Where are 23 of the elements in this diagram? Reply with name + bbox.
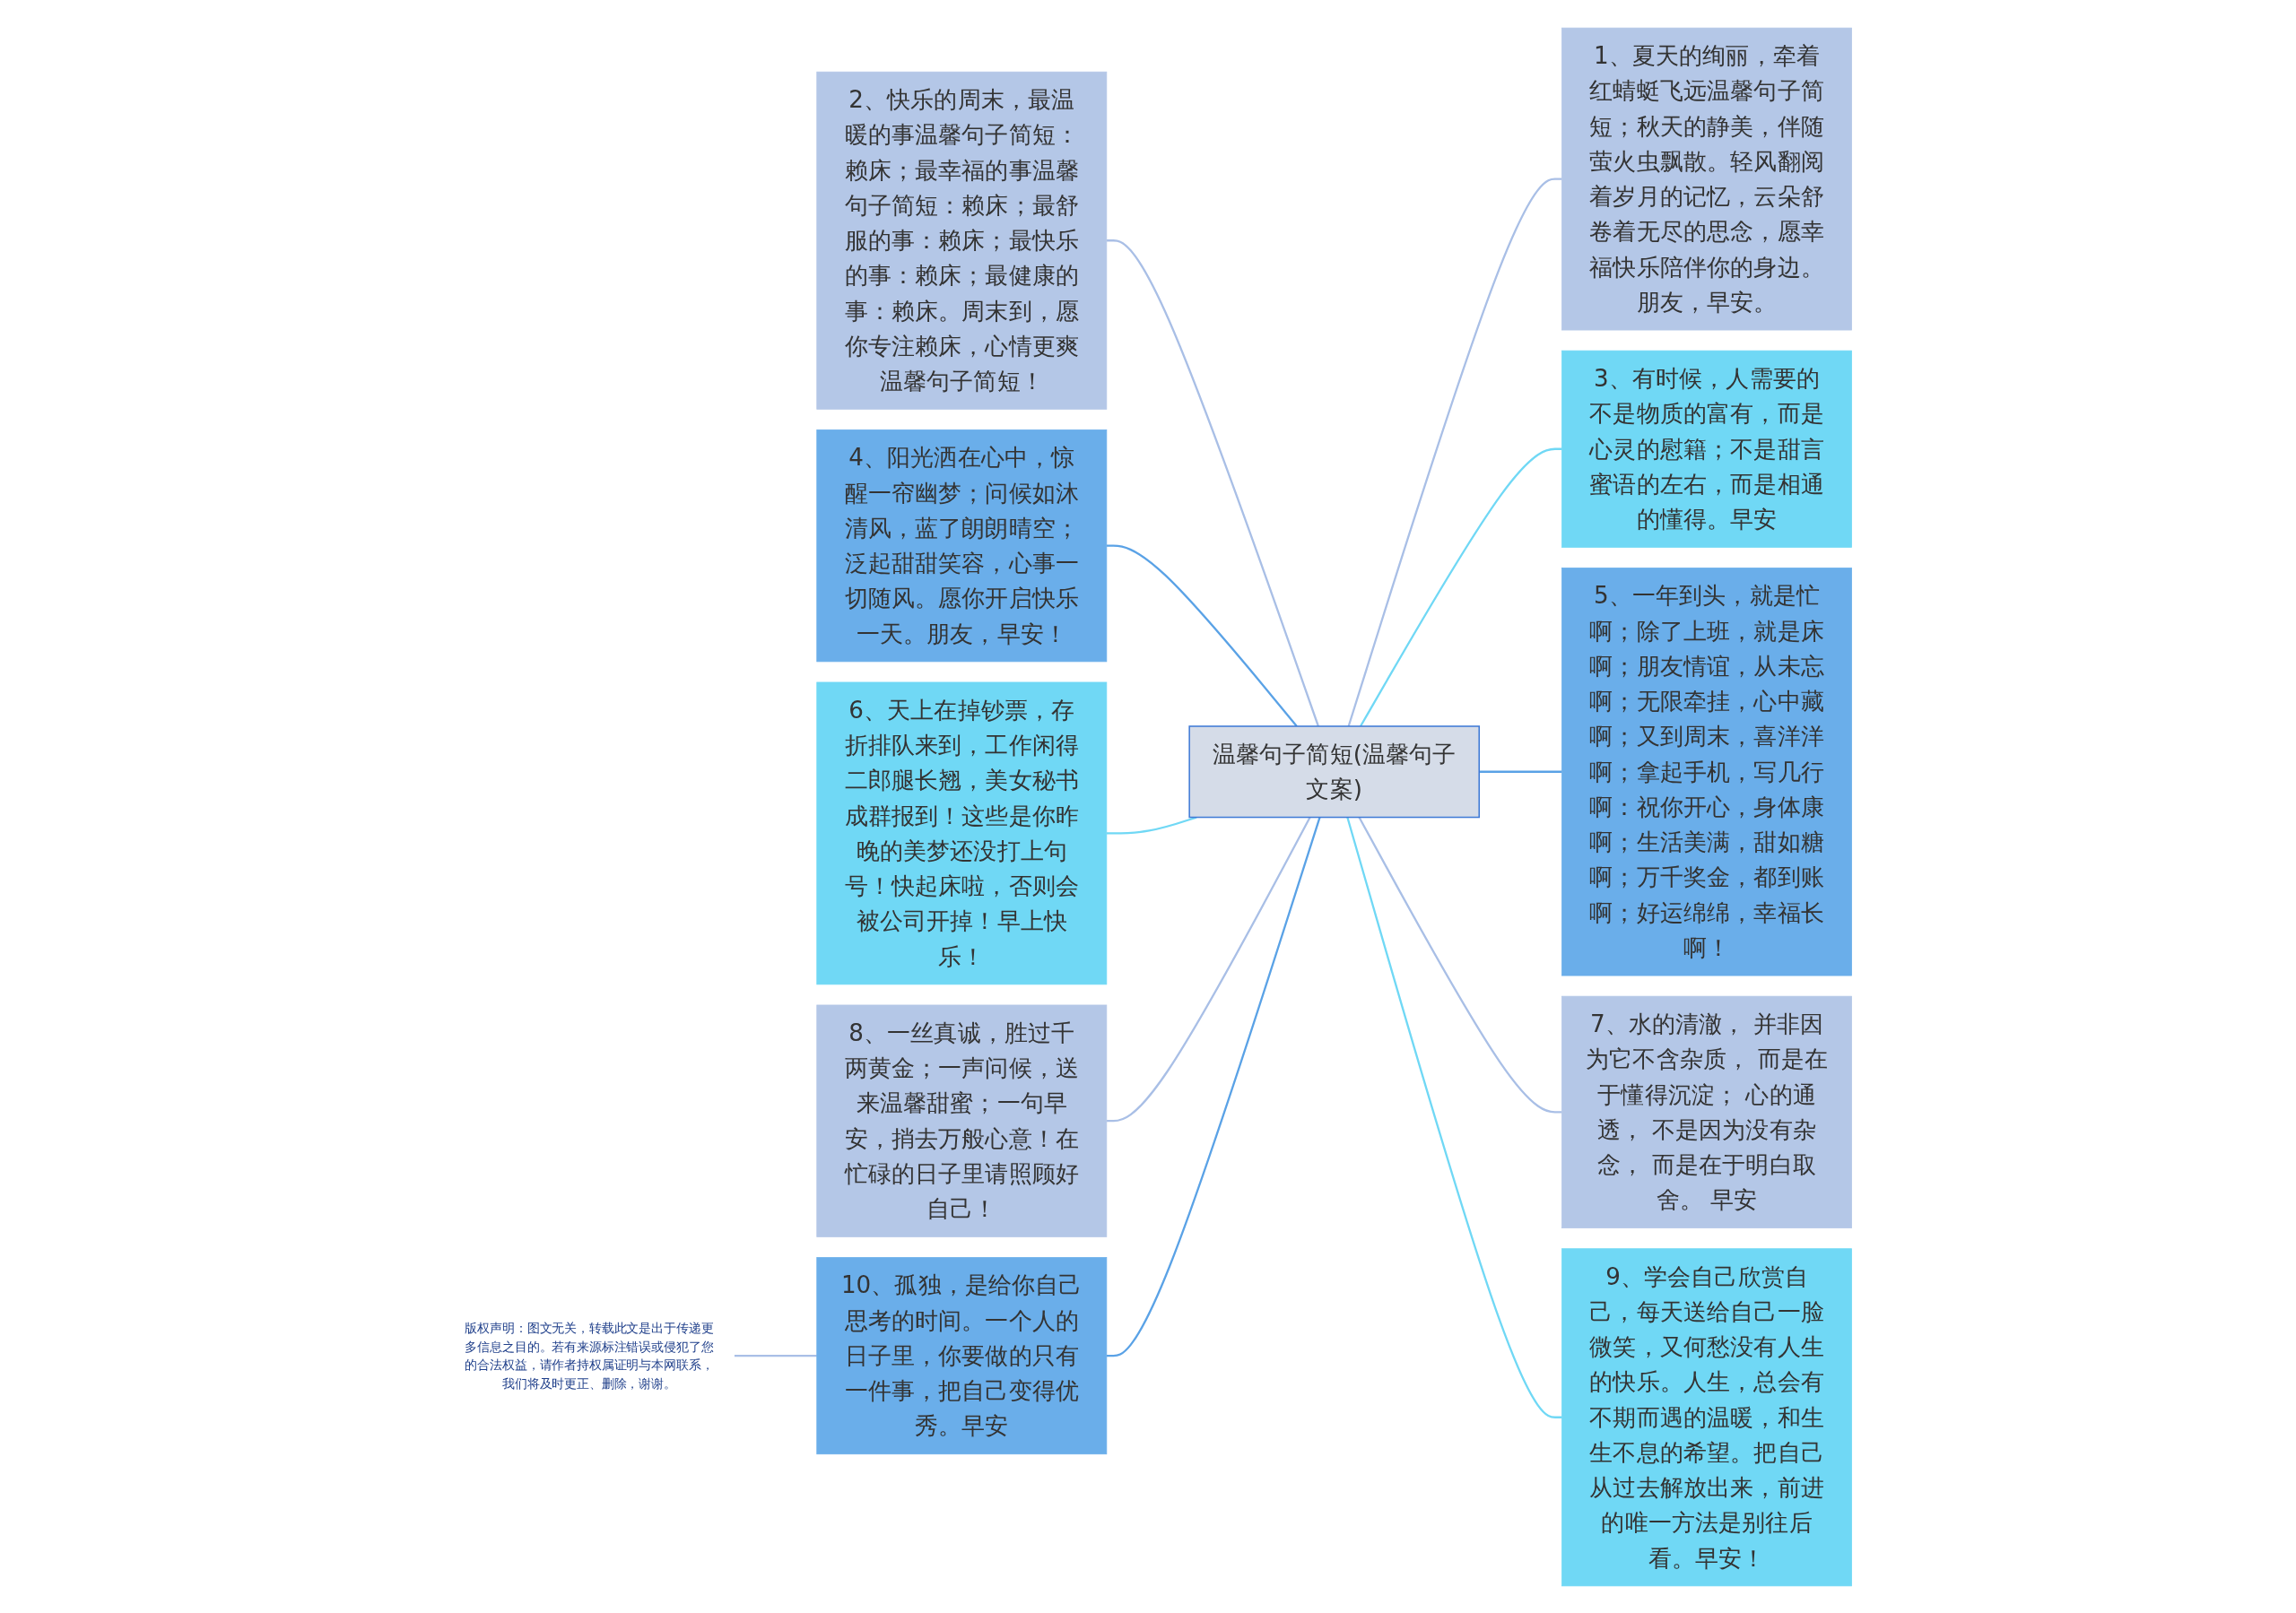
node-box: 8、一丝真诚，胜过千两黄金；一声问候，送来温馨甜蜜；一句早安，捎去万般心意！在忙碌的日子里请照顾好自己！ <box>816 1004 1108 1237</box>
node-box: 3、有时候，人需要的不是物质的富有，而是心灵的慰籍；不是甜言蜜语的左右，而是相通的懂得。早安 <box>1561 350 1852 548</box>
connector <box>734 1354 817 1357</box>
connector <box>1106 238 1319 726</box>
node-box: 10、孤独，是给你自己思考的时间。一个人的日子里，你要做的只有一件事，把自己变得优秀。早安 <box>816 1256 1108 1454</box>
node-text: 版权声明：图文无关，转载此文是出于传递更多信息之目的。若有来源标注错误或侵犯了您的合法权益，请作者持权属证明与本网联系，我们将及时更正、删除，谢谢。 <box>465 1320 714 1391</box>
connector <box>1106 816 1311 1122</box>
connector <box>1106 815 1197 835</box>
connector <box>1346 816 1562 1418</box>
node-box: 4、阳光洒在心中，惊醒一帘幽梦；问候如沐清风，蓝了朗朗晴空；泛起甜甜笑容，心事一切随风。愿你开启快乐一天。朋友，早安！ <box>816 429 1108 662</box>
node-box: 7、水的清澈， 并非因为它不含杂质， 而是在于懂得沉淀； 心的通透， 不是因为没有杂念， 而是在于明白取舍。 早安 <box>1561 995 1852 1228</box>
node-box: 2、快乐的周末，最温暖的事温馨句子简短：赖床；最幸福的事温馨句子简短：赖床；最舒服的事：赖床；最快乐的事：赖床；最健康的事：赖床。周末到，愿你专注赖床，心情更爽温馨句子简短！ <box>816 71 1108 410</box>
connector <box>1358 816 1562 1114</box>
node-box: 9、学会自己欣赏自己，每天送给自己一脸微笑，又何愁没有人生的快乐。人生，总会有不期而遇的温暖，和生生不息的希望。把自己从过去解放出来，前进的唯一方法是别往后看。早安！ <box>1561 1247 1852 1586</box>
node-box: 5、一年到头，就是忙啊；除了上班，就是床啊；朋友情谊，从未忘啊；无限牵挂，心中藏啊；又到周末，喜洋洋啊；拿起手机，写几行啊：祝你开心，身体康啊；生活美满，甜如糖啊；万千奖金，都到账啊；好运绵绵，幸福长啊！ <box>1561 567 1852 976</box>
connector <box>1479 770 1562 773</box>
connector <box>1359 447 1562 727</box>
connector <box>1106 816 1321 1357</box>
node-box: 1、夏天的绚丽，牵着红蜻蜓飞远温馨句子简短；秋天的静美，伴随萤火虫飘散。轻风翻阅着岁月的记忆，云朵舒卷着无尽的思念，愿幸福快乐陪伴你的身边。朋友，早安。 <box>1561 27 1852 330</box>
connector <box>1347 177 1562 726</box>
node-box: 6、天上在掉钞票，存折排队来到，工作闲得二郎腿长翘，美女秘书成群报到！这些是你昨晚的美梦还没打上句号！快起床啦，否则会被公司开掉！早上快乐！ <box>816 681 1108 984</box>
connector <box>1106 544 1298 727</box>
node-box: 温馨句子简短(温馨句子文案) <box>1188 724 1480 818</box>
